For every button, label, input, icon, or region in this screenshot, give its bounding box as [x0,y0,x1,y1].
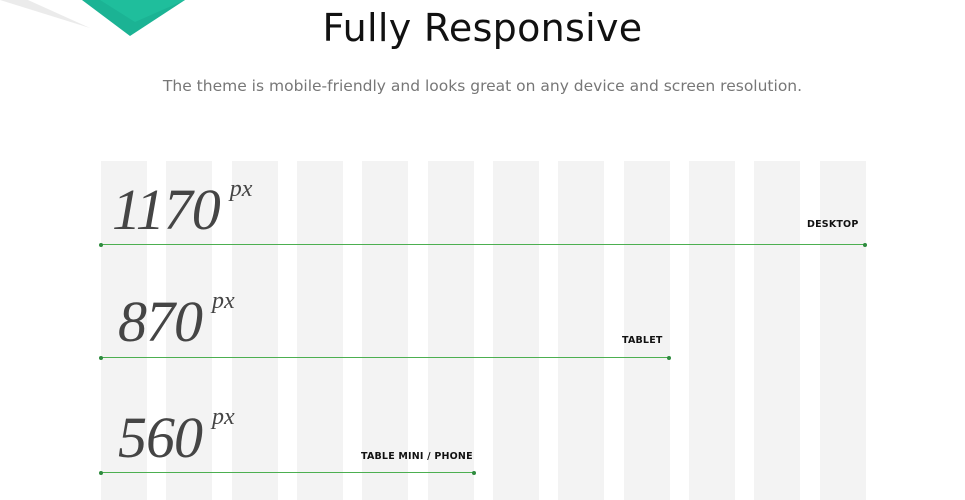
breakpoint-line-tablet [99,355,671,360]
device-label-phone: TABLE MINI / PHONE [361,451,473,462]
breakpoint-value: 870 [118,289,203,354]
decorative-corner-shape [0,0,185,36]
grid-column [232,161,278,500]
breakpoint-line-phone [99,470,476,475]
page-subtitle: The theme is mobile-friendly and looks g… [162,77,803,95]
line-start-dot [99,470,103,475]
device-label-desktop: DESKTOP [807,219,859,230]
grid-column [493,161,539,500]
breakpoint-unit: px [212,404,235,430]
breakpoint-unit: px [229,176,253,202]
grid-column [297,161,343,500]
grid-column [624,161,670,500]
line-start-dot [99,355,103,360]
breakpoint-line-desktop [99,242,867,247]
grid-column [166,161,212,500]
grid-column [820,161,866,500]
breakpoint-value: 560 [118,405,203,470]
page-title: Fully Responsive [322,6,643,50]
breakpoint-phone-label: 560 px [118,405,235,470]
grid-column [362,161,408,500]
breakpoint-unit: px [212,288,235,314]
breakpoint-tablet-label: 870 px [118,289,235,354]
line-end-dot [863,242,867,247]
line-end-dot [472,470,476,475]
breakpoint-desktop-label: 1170 px [112,177,252,242]
grid-column [101,161,147,500]
grid-column [428,161,474,500]
responsive-grid [0,161,965,500]
grid-column [689,161,735,500]
grid-column [558,161,604,500]
device-label-tablet: TABLET [622,335,663,346]
line-end-dot [667,355,671,360]
breakpoint-value: 1170 [112,177,221,242]
grid-column [754,161,800,500]
line-start-dot [99,242,103,247]
